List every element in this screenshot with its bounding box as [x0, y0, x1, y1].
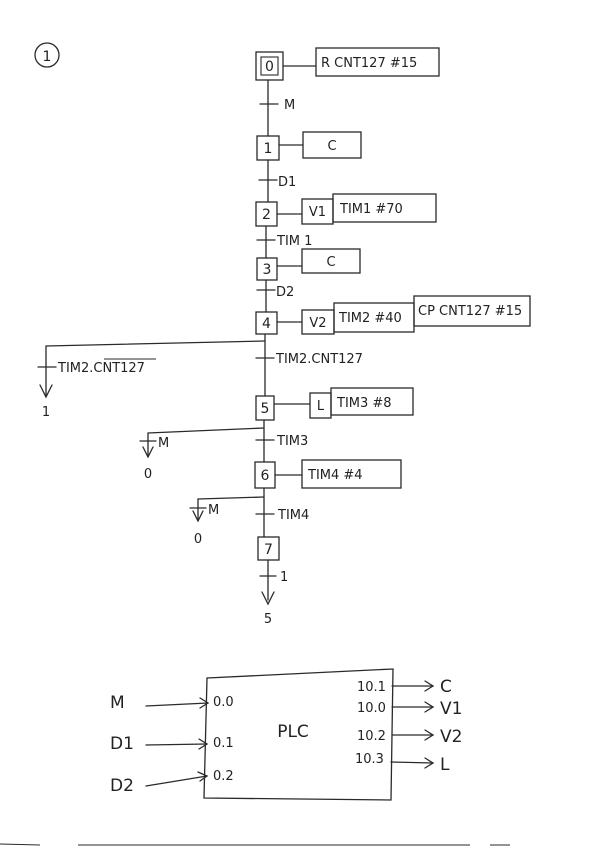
transition-7-target: 5	[264, 612, 272, 627]
step-5-number: 5	[261, 401, 270, 417]
plc-output-v1: 10.0 V1	[357, 699, 462, 719]
transition-3-4: D2	[256, 285, 294, 300]
plc-box	[203, 668, 394, 801]
step-3-number: 3	[263, 262, 272, 278]
main-flow-line	[261, 79, 275, 606]
plc-input-m: M 0.0	[110, 693, 234, 713]
step-4-action-1: V2	[309, 316, 326, 331]
step-4-number: 4	[262, 316, 271, 332]
transition-0-1: M	[259, 98, 295, 113]
step-6-action: TIM4 #4	[307, 468, 363, 483]
transition-2-3-label: TIM 1	[276, 234, 312, 249]
step-1: 1 C	[256, 131, 362, 161]
branch-4-condition: TIM2.CNT127	[57, 361, 145, 376]
step-6: 6 TIM4 #4	[254, 459, 402, 489]
transition-3-4-label: D2	[276, 285, 294, 300]
step-0-number: 0	[265, 59, 274, 75]
transition-4-5-label: TIM2.CNT127	[275, 352, 363, 367]
step-5-action-2: TIM3 #8	[336, 396, 392, 411]
plc-input-d2-address: 0.2	[213, 769, 234, 784]
branch-4-target: 1	[42, 405, 50, 420]
step-3: 3 C	[256, 248, 361, 281]
plc-input-m-address: 0.0	[213, 695, 234, 710]
plc-output-v2: 10.2 V2	[357, 727, 462, 747]
transition-5-6-label: TIM3	[276, 434, 308, 449]
step-7-number: 7	[264, 542, 273, 558]
plc-output-c-address: 10.1	[357, 680, 386, 695]
step-0-action: R CNT127 #15	[321, 56, 417, 71]
step-2-number: 2	[262, 207, 271, 223]
transition-6-7-label: TIM4	[277, 508, 309, 523]
plc-diagram: PLC M 0.0 D1 0.1 D2 0.2 10.1 C 10	[110, 668, 462, 801]
plc-input-d2-signal: D2	[110, 776, 134, 796]
plc-output-v1-address: 10.0	[357, 701, 386, 716]
plc-output-c: 10.1 C	[357, 677, 452, 697]
plc-input-d1-address: 0.1	[213, 736, 234, 751]
plc-input-d1-signal: D1	[110, 734, 134, 754]
step-1-number: 1	[264, 141, 273, 157]
step-0-action-box	[315, 47, 440, 77]
step-5-action-1: L	[317, 399, 325, 414]
step-2-action-1: V1	[309, 205, 326, 220]
step-4-action-2: TIM2 #40	[338, 311, 402, 326]
branch-5-condition: M	[158, 436, 169, 451]
step-1-action: C	[327, 139, 336, 154]
step-2-action-2: TIM1 #70	[339, 202, 403, 217]
step-7: 7	[257, 536, 280, 561]
page-edge-marks	[0, 843, 510, 846]
sheet-number-badge: 1	[34, 42, 60, 68]
transition-1-2-label: D1	[278, 175, 296, 190]
step-0: 0 R CNT127 #15	[255, 47, 440, 81]
step-4-action-3: CP CNT127 #15	[418, 304, 522, 319]
branch-5-target: 0	[144, 467, 152, 482]
plc-output-v2-signal: V2	[440, 727, 462, 747]
transition-6-7: TIM4	[197, 496, 309, 523]
step-5: 5 L TIM3 #8	[255, 387, 414, 421]
transition-7-label: 1	[280, 570, 288, 585]
step-3-action: C	[326, 255, 335, 270]
branch-6-target: 0	[194, 532, 202, 547]
plc-input-m-signal: M	[110, 693, 125, 713]
transition-2-3: TIM 1	[256, 234, 312, 249]
transition-4-5: TIM2.CNT127	[45, 340, 363, 367]
branch-6-condition: M	[208, 503, 219, 518]
transition-7-out: 1 5	[259, 570, 288, 627]
plc-title: PLC	[277, 722, 309, 742]
branch-5-to-0: M 0	[139, 432, 169, 482]
plc-output-l-signal: L	[440, 755, 450, 775]
transition-5-6: TIM3	[147, 427, 308, 449]
plc-output-l-address: 10.3	[355, 752, 384, 767]
transition-0-1-label: M	[284, 98, 295, 113]
plc-output-v2-address: 10.2	[357, 729, 386, 744]
sheet-number: 1	[43, 49, 52, 65]
plc-output-c-signal: C	[440, 677, 452, 697]
transition-1-2: D1	[258, 175, 296, 190]
plc-output-l: 10.3 L	[355, 752, 450, 775]
step-4: 4 V2 TIM2 #40 CP CNT127 #15	[255, 295, 531, 335]
plc-input-d2: D2 0.2	[110, 769, 234, 796]
step-6-number: 6	[261, 468, 270, 484]
plc-output-v1-signal: V1	[440, 699, 462, 719]
step-2: 2 V1 TIM1 #70	[255, 193, 437, 227]
plc-input-d1: D1 0.1	[110, 734, 234, 754]
branch-6-to-0: M 0	[189, 498, 219, 547]
branch-4-to-1: TIM2.CNT127 1	[37, 345, 156, 420]
